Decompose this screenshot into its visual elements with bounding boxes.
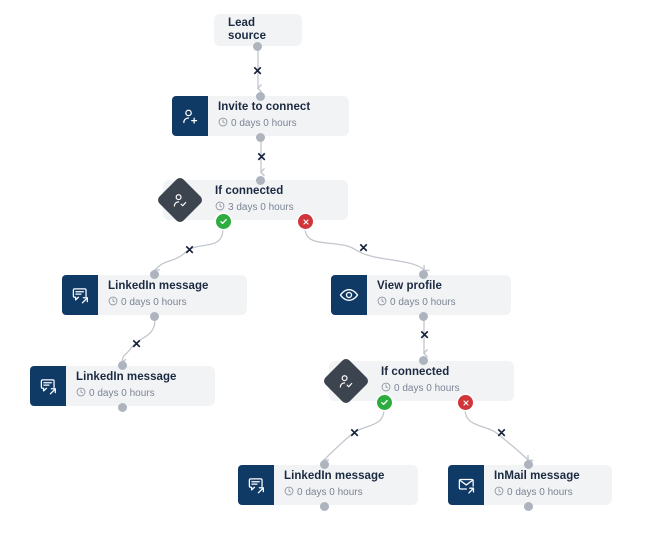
input-port-view-profile[interactable]: [419, 270, 428, 279]
envelope-arrow-icon: [448, 465, 484, 505]
clock-icon: [108, 296, 118, 310]
node-body: Invite to connect 0 days 0 hours: [208, 96, 349, 136]
close-icon: ✕: [256, 149, 267, 164]
chat-arrow-icon: [238, 465, 274, 505]
output-port-lead-source[interactable]: [253, 42, 262, 51]
output-port-linkedin-message-3[interactable]: [320, 502, 329, 511]
edge-delete-marker-e6[interactable]: ✕: [418, 328, 431, 341]
output-port-invite-to-connect[interactable]: [256, 133, 265, 142]
close-icon: ✕: [252, 63, 263, 78]
edge-delete-marker-e1[interactable]: ✕: [251, 64, 264, 77]
node-linkedin-message-3[interactable]: LinkedIn message 0 days 0 hours: [238, 465, 418, 505]
branch-badge-no-if1[interactable]: [298, 214, 313, 229]
edge-delete-marker-e4[interactable]: ✕: [357, 241, 370, 254]
decision-diamond: [155, 175, 205, 225]
node-if-connected-2[interactable]: If connected 0 days 0 hours: [321, 356, 514, 406]
node-delay-text: 0 days 0 hours: [121, 297, 187, 308]
clock-icon: [76, 387, 86, 401]
output-port-inmail-message[interactable]: [524, 502, 533, 511]
clock-icon: [215, 201, 225, 215]
node-linkedin-message-2[interactable]: LinkedIn message 0 days 0 hours: [30, 366, 215, 406]
output-port-view-profile[interactable]: [419, 312, 428, 321]
node-body: LinkedIn message 0 days 0 hours: [98, 275, 247, 315]
input-port-linkedin-message-3[interactable]: [320, 460, 329, 469]
close-icon: ✕: [419, 327, 430, 342]
node-delay: 0 days 0 hours: [381, 382, 504, 396]
node-delay: 0 days 0 hours: [76, 387, 205, 401]
person-check-icon: [155, 175, 205, 225]
output-port-linkedin-message-2[interactable]: [118, 403, 127, 412]
node-body: If connected 3 days 0 hours: [205, 180, 348, 220]
clock-icon: [494, 486, 504, 500]
decision-diamond: [321, 356, 371, 406]
node-inmail-message[interactable]: InMail message 0 days 0 hours: [448, 465, 612, 505]
node-body: If connected 0 days 0 hours: [371, 361, 514, 401]
node-delay-text: 0 days 0 hours: [297, 487, 363, 498]
edge-delete-marker-e3[interactable]: ✕: [183, 243, 196, 256]
clock-icon: [381, 382, 391, 396]
node-delay: 0 days 0 hours: [108, 296, 237, 310]
node-delay-text: 0 days 0 hours: [507, 487, 573, 498]
node-delay-text: 0 days 0 hours: [394, 383, 460, 394]
close-icon: ✕: [496, 425, 507, 440]
branch-badge-yes-if1[interactable]: [216, 214, 231, 229]
edge-delete-marker-e5[interactable]: ✕: [130, 337, 143, 350]
edge-delete-marker-e2[interactable]: ✕: [255, 150, 268, 163]
node-body: InMail message 0 days 0 hours: [484, 465, 612, 505]
edge-delete-marker-e7[interactable]: ✕: [348, 426, 361, 439]
node-delay: 0 days 0 hours: [494, 486, 602, 500]
clock-icon: [284, 486, 294, 500]
branch-badge-no-if2[interactable]: [458, 395, 473, 410]
node-delay: 0 days 0 hours: [377, 296, 501, 310]
node-title: LinkedIn message: [284, 470, 385, 482]
chat-arrow-icon: [62, 275, 98, 315]
node-body: LinkedIn message 0 days 0 hours: [274, 465, 418, 505]
close-icon: ✕: [131, 336, 142, 351]
node-invite-to-connect[interactable]: Invite to connect 0 days 0 hours: [172, 96, 349, 136]
edge-delete-marker-e8[interactable]: ✕: [495, 426, 508, 439]
node-title: View profile: [377, 280, 442, 292]
person-plus-icon: [172, 96, 208, 136]
node-delay-text: 3 days 0 hours: [228, 202, 294, 213]
node-delay: 0 days 0 hours: [284, 486, 408, 500]
input-port-if-connected-1[interactable]: [256, 176, 265, 185]
node-delay: 0 days 0 hours: [218, 117, 339, 131]
node-linkedin-message-1[interactable]: LinkedIn message 0 days 0 hours: [62, 275, 247, 315]
input-port-linkedin-message-2[interactable]: [118, 361, 127, 370]
close-icon: ✕: [184, 242, 195, 257]
node-title: LinkedIn message: [76, 371, 177, 383]
node-title: If connected: [215, 185, 284, 197]
chat-arrow-icon: [30, 366, 66, 406]
node-body: Lead source: [214, 7, 302, 53]
node-delay-text: 0 days 0 hours: [231, 118, 297, 129]
input-port-if-connected-2[interactable]: [419, 356, 428, 365]
node-view-profile[interactable]: View profile 0 days 0 hours: [331, 275, 511, 315]
close-icon: ✕: [358, 240, 369, 255]
input-port-inmail-message[interactable]: [524, 460, 533, 469]
eye-icon: [331, 275, 367, 315]
node-title: If connected: [381, 366, 450, 378]
clock-icon: [218, 117, 228, 131]
input-port-linkedin-message-1[interactable]: [150, 270, 159, 279]
node-if-connected-1[interactable]: If connected 3 days 0 hours: [155, 175, 348, 225]
input-port-invite-to-connect[interactable]: [256, 92, 265, 101]
node-title: Invite to connect: [218, 101, 311, 113]
branch-badge-yes-if2[interactable]: [377, 395, 392, 410]
node-delay: 3 days 0 hours: [215, 201, 338, 215]
node-body: View profile 0 days 0 hours: [367, 275, 511, 315]
node-title: InMail message: [494, 470, 580, 482]
node-body: LinkedIn message 0 days 0 hours: [66, 366, 215, 406]
output-port-linkedin-message-1[interactable]: [150, 312, 159, 321]
node-delay-text: 0 days 0 hours: [89, 388, 155, 399]
close-icon: ✕: [349, 425, 360, 440]
node-lead-source[interactable]: Lead source: [214, 14, 302, 46]
node-delay-text: 0 days 0 hours: [390, 297, 456, 308]
clock-icon: [377, 296, 387, 310]
person-check-icon: [321, 356, 371, 406]
node-title: LinkedIn message: [108, 280, 209, 292]
node-title: Lead source: [228, 17, 267, 42]
